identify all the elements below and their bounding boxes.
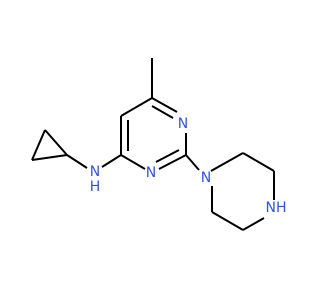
bond-pip-5 xyxy=(211,211,244,231)
bond-n3-c2-a xyxy=(158,154,187,170)
bond-c4-n3 xyxy=(120,154,146,170)
bonds xyxy=(31,58,275,231)
atom-nh-amine-n: N xyxy=(90,164,100,180)
bond-c2-npip xyxy=(185,154,200,171)
atom-n-ring-upper: N xyxy=(178,116,188,132)
bond-pip-1 xyxy=(210,152,244,172)
atom-nh-piperazine: NH xyxy=(266,200,287,216)
atom-n-ring-lower: N xyxy=(146,165,156,181)
bond-c4-nh xyxy=(101,154,122,168)
bond-pip-4 xyxy=(242,217,265,231)
atom-n-piperazine: N xyxy=(201,170,211,186)
atom-nh-amine-h: H xyxy=(90,179,101,195)
bond-nh-cyclopropyl xyxy=(66,154,88,169)
bond-cyclopropyl-1 xyxy=(31,154,68,161)
bond-pip-2 xyxy=(242,152,275,172)
bond-cyclopropyl-2 xyxy=(31,129,46,161)
bond-cyclopropyl-3 xyxy=(44,129,68,156)
bond-c6-c5 xyxy=(120,97,153,117)
bond-n3-c2-b xyxy=(155,149,180,163)
atom-labels: N N N NH H N xyxy=(90,116,287,216)
bond-n1-c6-b xyxy=(151,105,174,119)
molecule-structure: N N N NH H N xyxy=(31,58,287,231)
bond-n1-c6-a xyxy=(151,97,178,113)
